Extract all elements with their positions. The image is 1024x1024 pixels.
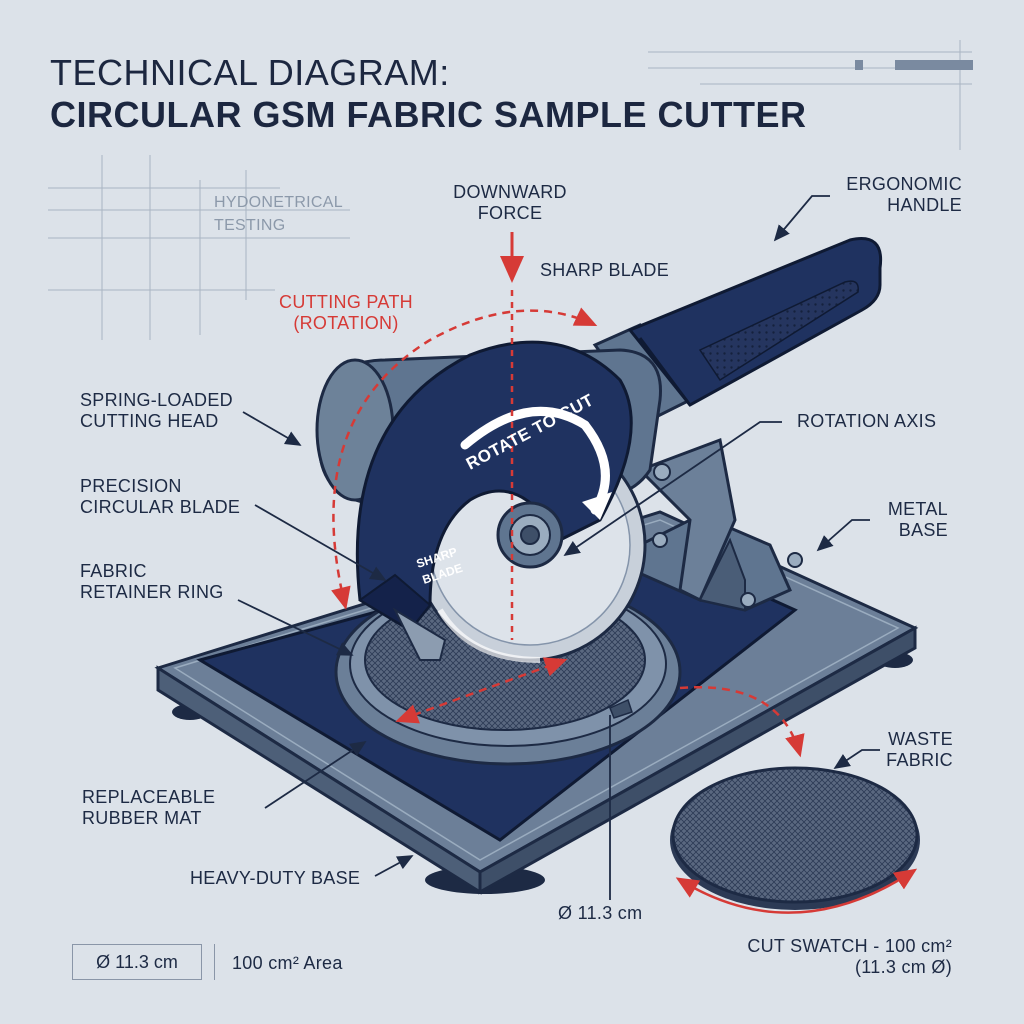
label-downward-force-line2: FORCE	[477, 202, 543, 223]
background-grid	[48, 40, 973, 340]
leader-lines	[237, 195, 880, 900]
label-ergonomic-handle: ERGONOMIC HANDLE	[800, 174, 962, 215]
label-cutting-path: CUTTING PATH (ROTATION)	[266, 292, 426, 333]
diagram-title-line1: TECHNICAL DIAGRAM:	[50, 52, 450, 93]
label-waste-fabric-line2: FABRIC	[886, 749, 953, 770]
label-ergonomic-handle-line1: ERGONOMIC	[846, 174, 962, 194]
label-retainer-ring: FABRIC RETAINER RING	[80, 561, 224, 602]
label-cutting-head-line1: SPRING-LOADED	[80, 390, 233, 410]
label-metal-base: METAL BASE	[838, 499, 948, 540]
footer-area-value: 100 cm² Area	[232, 953, 343, 973]
label-circular-blade-line2: CIRCULAR BLADE	[80, 496, 241, 517]
footer-diameter-box: Ø 11.3 cm	[72, 944, 202, 980]
label-heavy-duty-base: HEAVY-DUTY BASE	[190, 868, 361, 888]
label-circular-blade-line1: PRECISION	[80, 476, 182, 496]
label-metal-base-line2: BASE	[898, 519, 948, 540]
label-ergonomic-handle-line2: HANDLE	[887, 194, 962, 215]
label-rubber-mat-line2: RUBBER MAT	[82, 807, 202, 828]
label-retainer-ring-line2: RETAINER RING	[80, 581, 224, 602]
footer-diameter-value: Ø 11.3 cm	[96, 951, 178, 972]
blade-hub	[496, 501, 564, 569]
label-waste-fabric-line1: WASTE	[888, 729, 953, 749]
side-note-line2: TESTING	[214, 217, 286, 234]
label-rubber-mat-line1: REPLACEABLE	[82, 787, 216, 807]
label-sharp-blade: SHARP BLADE	[540, 260, 670, 280]
label-circular-blade: PRECISION CIRCULAR BLADE	[80, 476, 240, 517]
label-cut-swatch: CUT SWATCH - 100 cm² (11.3 cm Ø)	[700, 936, 952, 977]
label-rubber-mat: REPLACEABLE RUBBER MAT	[82, 787, 215, 828]
label-downward-force-line1: DOWNWARD	[453, 182, 567, 202]
side-note-line1: HYDONETRICAL	[214, 194, 343, 211]
swatch-diameter-arc	[675, 868, 918, 914]
label-rotation-axis: ROTATION AXIS	[797, 411, 937, 431]
label-waste-fabric: WASTE FABRIC	[850, 729, 953, 770]
metal-base-arm	[606, 437, 803, 612]
label-downward-force: DOWNWARD FORCE	[440, 182, 580, 223]
label-cut-swatch-line1: CUT SWATCH - 100 cm²	[747, 936, 952, 956]
cutting-path-arcs	[331, 290, 805, 758]
label-retainer-ring-line1: FABRIC	[80, 561, 147, 581]
label-cutting-head-line2: CUTTING HEAD	[80, 410, 219, 431]
label-metal-base-line1: METAL	[887, 499, 948, 519]
label-diameter-center: Ø 11.3 cm	[558, 903, 643, 923]
label-cutting-path-line1: CUTTING PATH	[279, 292, 413, 312]
footer-separator	[214, 944, 215, 980]
label-cutting-path-line2: (ROTATION)	[293, 312, 399, 333]
label-cutting-head: SPRING-LOADED CUTTING HEAD	[80, 390, 233, 431]
diagram-title-line2: CIRCULAR GSM FABRIC SAMPLE CUTTER	[50, 94, 807, 135]
label-cut-swatch-line2: (11.3 cm Ø)	[855, 956, 952, 977]
